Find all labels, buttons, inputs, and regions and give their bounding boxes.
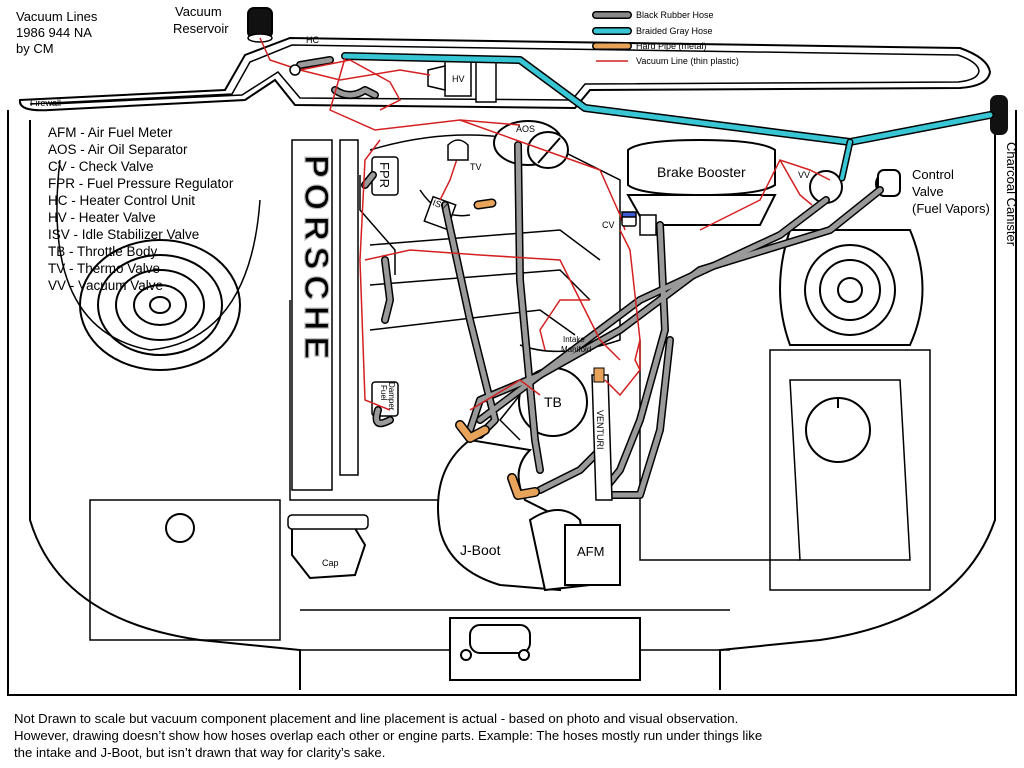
abbreviation-legend: AFM - Air Fuel Meter AOS - Air Oil Separ… [48, 124, 233, 294]
aos [493, 120, 569, 169]
label-cv: CV [602, 220, 615, 230]
charcoal-canister [990, 95, 1008, 135]
footnote-line: Not Drawn to scale but vacuum component … [14, 711, 739, 726]
label-brake-booster: Brake Booster [657, 164, 746, 180]
label-hc: HC [306, 35, 319, 45]
legend-label-hard-pipe: Hard Pipe (metal) [636, 41, 707, 51]
abbreviation-item: FPR - Fuel Pressure Regulator [48, 176, 234, 191]
label-fuel-damper: Damper [387, 382, 396, 411]
label-charcoal-canister: Charcoal Canister [1004, 142, 1019, 247]
hose-legend: Black Rubber Hose Braided Gray Hose Hard… [592, 10, 739, 66]
legend-label-black-rubber: Black Rubber Hose [636, 10, 714, 20]
cap-part [287, 514, 369, 580]
porsche-text: PORSCHE [297, 155, 335, 365]
misc-parts [165, 397, 871, 681]
engine-cover-strip: PORSCHE [291, 139, 359, 491]
label-aos: AOS [516, 124, 535, 134]
label-isv: ISV [431, 197, 448, 211]
component-labels: Vacuum Reservoir HC HV Firewall AOS FPR … [30, 4, 1019, 568]
footnote-line: the intake and J-Boot, but isn’t drawn t… [14, 745, 386, 760]
abbreviation-item: ISV - Idle Stabilizer Valve [48, 227, 200, 242]
strut-tower-left [79, 239, 241, 371]
label-venturi: VENTURI [595, 410, 605, 450]
abbreviation-item: HC - Heater Control Unit [48, 193, 196, 208]
vacuum-reservoir [247, 7, 273, 43]
fittings [289, 64, 657, 236]
braided-gray-hose [341, 52, 994, 182]
label-vacuum-reservoir: Reservoir [173, 21, 229, 36]
vacuum-lines [259, 37, 831, 411]
afm [564, 524, 621, 586]
venturi-pipe [591, 367, 613, 501]
label-fuel-damper: Fuel [379, 385, 388, 401]
abbreviation-item: AFM - Air Fuel Meter [48, 125, 173, 140]
legend-label-braided-gray: Braided Gray Hose [636, 26, 713, 36]
footnote-line: However, drawing doesn’t show how hoses … [14, 728, 763, 743]
hard-pipes [455, 198, 540, 500]
abbreviation-item: VV - Vacuum Valve [48, 278, 164, 293]
label-firewall: Firewall [30, 98, 61, 108]
intake-runners [359, 134, 621, 353]
label-j-boot: J-Boot [460, 542, 501, 558]
label-tv: TV [470, 162, 482, 172]
title-block: Vacuum Lines 1986 944 NA by CM [16, 9, 97, 57]
label-afm: AFM [577, 544, 604, 559]
abbreviation-item: TB - Throttle Body [48, 244, 158, 259]
label-tb: TB [544, 394, 562, 410]
heater-valve [427, 59, 497, 103]
footnote: Not Drawn to scale but vacuum component … [14, 710, 1010, 761]
label-cap: Cap [322, 558, 339, 568]
label-vv: VV [798, 170, 810, 180]
label-vacuum-reservoir: Vacuum [175, 4, 222, 19]
label-intake-manifold: Intake [563, 335, 585, 344]
label-control-valve: (Fuel Vapors) [912, 201, 990, 216]
abbreviation-item: CV - Check Valve [48, 159, 154, 174]
title-line: by CM [16, 41, 54, 56]
brake-booster [626, 138, 777, 226]
label-control-valve: Control [912, 167, 954, 182]
legend-label-vacuum-line: Vacuum Line (thin plastic) [636, 56, 739, 66]
engine-bay-diagram: PORSCHE [7, 4, 1019, 696]
title-line: 1986 944 NA [16, 25, 92, 40]
abbreviation-item: TV - Thermo Valve [48, 261, 161, 276]
label-fpr: FPR [377, 162, 392, 188]
body-outline [7, 110, 1017, 696]
strut-tower-right [779, 229, 924, 346]
title-line: Vacuum Lines [16, 9, 98, 24]
firewall [18, 36, 992, 112]
abbreviation-item: HV - Heater Valve [48, 210, 156, 225]
label-control-valve: Valve [912, 184, 944, 199]
label-intake-manifold: Manifold [561, 345, 591, 354]
abbreviation-item: AOS - Air Oil Separator [48, 142, 188, 157]
label-hv: HV [452, 74, 465, 84]
